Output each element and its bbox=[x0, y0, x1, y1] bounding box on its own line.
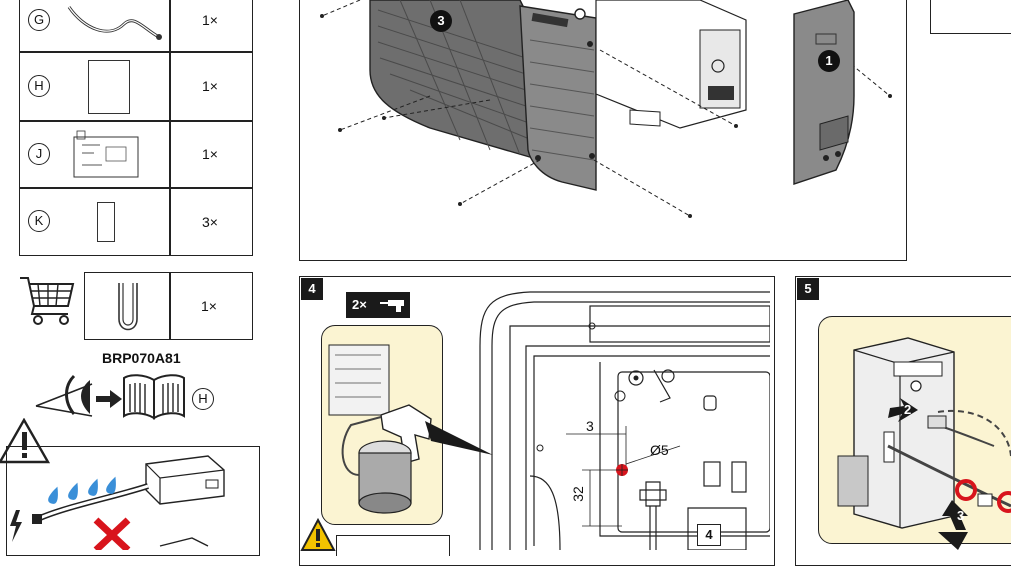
strip-icon bbox=[97, 202, 115, 242]
row-qty: 3× bbox=[202, 214, 218, 230]
table-divider bbox=[169, 0, 171, 255]
table-row: G 1× bbox=[20, 0, 252, 51]
vacuum-illustration bbox=[328, 344, 493, 514]
step4-number: 4 bbox=[301, 278, 323, 300]
cable-icon bbox=[118, 283, 138, 331]
hose-icon bbox=[67, 6, 162, 40]
table-divider bbox=[169, 273, 171, 339]
callout-step5-2: 2 bbox=[904, 402, 912, 417]
electric-water-warning bbox=[10, 455, 225, 550]
dim-diameter: Ø5 bbox=[650, 442, 669, 458]
table-row: J 1× bbox=[20, 121, 252, 187]
table-row-sep bbox=[20, 51, 252, 53]
drill-count-badge: 2× bbox=[346, 292, 410, 318]
warning-icon bbox=[300, 518, 336, 551]
row-letter: G bbox=[28, 9, 50, 31]
cart-icon bbox=[20, 277, 75, 325]
table-row-sep bbox=[20, 187, 252, 189]
callout-step5-3: 3 bbox=[957, 508, 965, 523]
table-row-sep bbox=[20, 120, 252, 122]
row-qty: 1× bbox=[202, 12, 218, 28]
kit-code: BRP070A81 bbox=[102, 350, 181, 366]
option-kit-table: 1× bbox=[84, 272, 253, 340]
table-row: K 3× bbox=[20, 188, 252, 255]
drill-count: 2× bbox=[352, 297, 367, 312]
table-row: H 1× bbox=[20, 52, 252, 120]
row-letter: J bbox=[28, 143, 50, 165]
callout-3: 3 bbox=[430, 10, 452, 32]
warning-icon bbox=[0, 418, 50, 464]
option-qty: 1× bbox=[201, 298, 217, 314]
book-icon bbox=[123, 374, 185, 420]
parts-table: G 1× H 1× J 1× K 3× bbox=[19, 0, 253, 256]
step3-frame bbox=[299, 0, 907, 261]
callout-4: 4 bbox=[697, 524, 721, 546]
connector-illustration bbox=[837, 337, 1011, 550]
dim-3: 3 bbox=[586, 418, 594, 434]
eye-icon bbox=[35, 374, 93, 417]
dim-32: 32 bbox=[569, 486, 586, 502]
bracket-drawing bbox=[479, 291, 770, 550]
row-qty: 1× bbox=[202, 146, 218, 162]
arrow-right-icon bbox=[96, 390, 122, 408]
callout-1: 1 bbox=[818, 50, 840, 72]
row-letter: H bbox=[28, 75, 50, 97]
label-sheet-icon bbox=[73, 130, 139, 178]
row-qty: 1× bbox=[202, 78, 218, 94]
manual-ref-letter: H bbox=[192, 388, 214, 410]
warning-strip bbox=[336, 535, 450, 556]
step5-number: 5 bbox=[797, 278, 819, 300]
row-letter: K bbox=[28, 210, 50, 232]
step3-illustration bbox=[320, 0, 892, 218]
right-top-box bbox=[930, 0, 1011, 34]
drill-icon bbox=[380, 300, 404, 312]
manual-icon bbox=[88, 60, 130, 114]
